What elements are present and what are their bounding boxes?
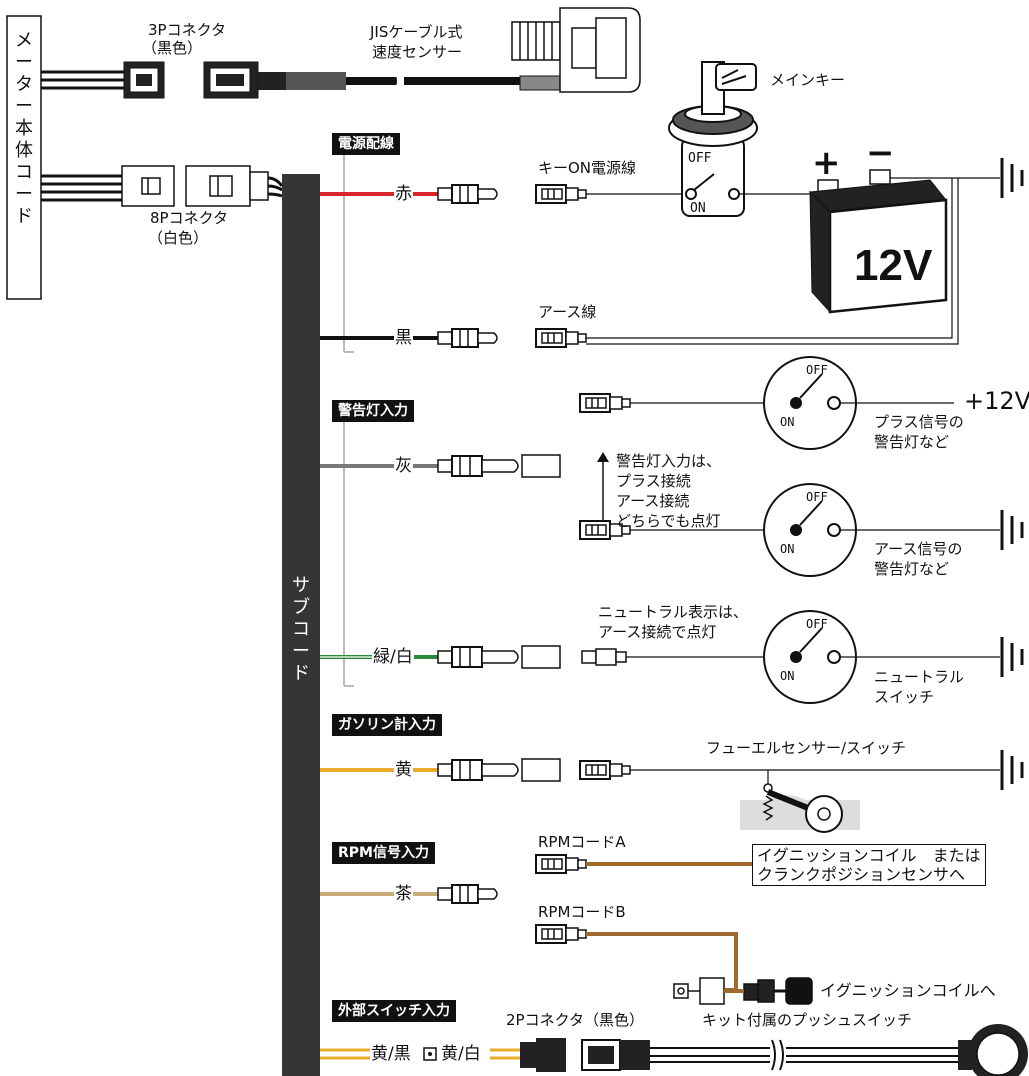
wire-brown-label: 茶: [394, 884, 413, 904]
battery-voltage: 12V: [854, 241, 933, 290]
ground-switch-off: OFF: [806, 490, 828, 504]
neutral-note-line2: アース接続で点灯: [598, 623, 717, 641]
fuel-sensor-icon: [740, 770, 860, 833]
meter-body-cord-label: メーター本体コード: [15, 30, 33, 227]
neutral-switch-on: ON: [780, 669, 795, 683]
cable-3p: [41, 70, 124, 90]
speed-sensor-title: JISケーブル式: [370, 23, 463, 41]
connector-2p-label: 2Pコネクタ（黒色）: [506, 1011, 644, 1029]
push-switch-label: キット付属のプッシュスイッチ: [702, 1011, 913, 1029]
section-rpm: RPM信号入力: [332, 842, 435, 864]
main-key-switch: [668, 61, 758, 217]
connector-2p: [520, 1038, 650, 1072]
connector-8p-male: [185, 165, 269, 207]
fuel-sensor-label: フューエルセンサー/スイッチ: [706, 739, 907, 757]
sub-cord-label: サブコード: [292, 575, 310, 684]
connector-3p-color: （黒色）: [142, 39, 203, 57]
main-key-label: メインキー: [770, 71, 846, 89]
external-wires: [320, 1048, 520, 1060]
section-fuel: ガソリン計入力: [332, 714, 442, 736]
neutral-terminal: [581, 648, 627, 666]
wire-yellow-label: 黄: [394, 760, 413, 780]
speed-sensor-cable: [286, 69, 561, 93]
wire-yellow-black-label: 黄/黒: [370, 1044, 412, 1064]
wire-black-label: 黒: [394, 328, 413, 348]
neutral-note-line1: ニュートラル表示は、: [598, 603, 749, 621]
rpm-b-label: RPMコードB: [538, 903, 626, 921]
key-off-label: OFF: [688, 151, 712, 166]
connector-8p-female: [121, 165, 175, 207]
cable-8p: [41, 174, 122, 202]
meter-body-box: [6, 15, 42, 300]
warning-note-line3: アース接続: [616, 492, 690, 510]
section-power: 電源配線: [332, 133, 400, 155]
connector-3p-name: 3Pコネクタ: [148, 21, 226, 39]
plus-switch-on: ON: [780, 415, 795, 429]
wire-red-label: 赤: [394, 184, 413, 204]
plus-signal-line1: プラス信号の: [874, 413, 964, 431]
plus-signal-line2: 警告灯など: [874, 433, 950, 451]
battery-minus: −: [866, 133, 895, 173]
key-on-power-label: キーON電源線: [538, 159, 637, 177]
rpm-a-label: RPMコードA: [538, 833, 626, 851]
connector-8p-name: 8Pコネクタ: [150, 209, 228, 227]
ground-wire-label: アース線: [538, 303, 597, 321]
rpm-target-line2: クランクポジションセンサへ: [757, 865, 966, 884]
neutral-switch-off: OFF: [806, 617, 828, 631]
battery-12v: [808, 169, 948, 314]
plus-switch-off: OFF: [806, 363, 828, 377]
speed-sensor-icon: [511, 7, 641, 93]
wire-yellow-white-label: 黄/白: [440, 1044, 482, 1064]
warning-note-line4: どちらでも点灯: [616, 512, 721, 530]
ground-signal-line1: アース信号の: [874, 540, 963, 558]
rpm-target-box: イグニッションコイル または クランクポジションセンサへ: [752, 844, 986, 886]
section-external: 外部スイッチ入力: [332, 1000, 456, 1022]
neutral-switch-line1: ニュートラル: [874, 668, 965, 686]
ground-switch-on: ON: [780, 542, 795, 556]
neutral-switch-line2: スイッチ: [874, 688, 935, 706]
ground-signal-line2: 警告灯など: [874, 560, 950, 578]
connector-8p-color: （白色）: [148, 229, 209, 247]
warning-note-line1: 警告灯入力は、: [616, 452, 722, 470]
ignition-coil-connector: [673, 977, 813, 1005]
to-ignition-label: イグニッションコイルへ: [820, 981, 996, 1000]
rpm-target-line1: イグニッションコイル または: [757, 846, 981, 865]
battery-plus: +: [812, 143, 841, 183]
sub-cord-body: [282, 174, 320, 1076]
push-switch-cable: [650, 1039, 960, 1071]
wire-green-white-label: 緑/白: [372, 647, 414, 667]
connector-3p-female: [123, 61, 165, 99]
plus-12v-label: +12V: [964, 387, 1029, 415]
connector-3p-male: [203, 61, 286, 99]
push-switch-icon: [958, 1024, 1028, 1076]
key-on-label: ON: [690, 201, 706, 216]
warning-note-line2: プラス接続: [616, 472, 691, 490]
section-warning: 警告灯入力: [332, 400, 414, 422]
speed-sensor-subtitle: 速度センサー: [372, 43, 463, 61]
wire-gray-label: 灰: [394, 456, 413, 476]
